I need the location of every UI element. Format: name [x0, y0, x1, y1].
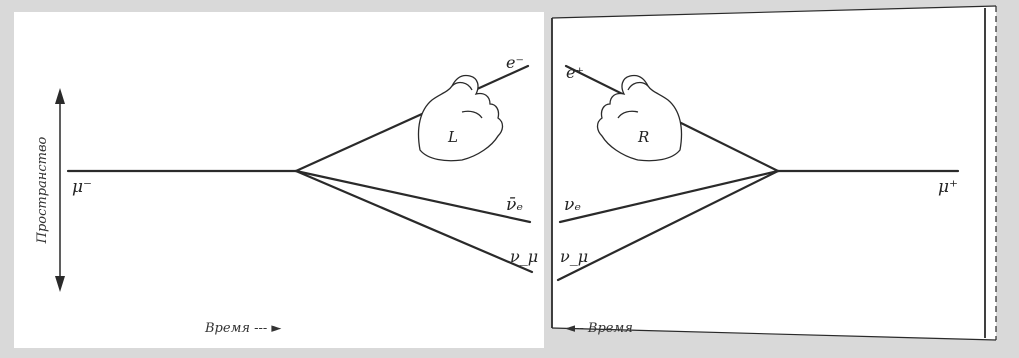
- label-neutrino-mu-left: ν_μ: [510, 247, 538, 266]
- label-positron: e⁺: [566, 63, 584, 82]
- hand-label-left: L: [447, 128, 458, 146]
- label-electron: e⁻: [506, 53, 524, 72]
- label-neutrino-e-right: νₑ: [564, 195, 581, 215]
- time-label-left: Время --- ►: [204, 321, 281, 336]
- label-muon-minus: μ⁻: [72, 177, 92, 197]
- hand-label-right: R: [637, 128, 649, 146]
- label-neutrino-mu-right: ν_μ: [560, 247, 588, 266]
- label-antineutrino-e: ν̄ₑ: [506, 195, 523, 215]
- left-paper: [14, 12, 544, 348]
- space-axis-label: Пространство: [35, 136, 50, 244]
- time-label-right: ◄-- Время: [565, 321, 633, 336]
- label-muon-plus: μ⁺: [938, 177, 958, 197]
